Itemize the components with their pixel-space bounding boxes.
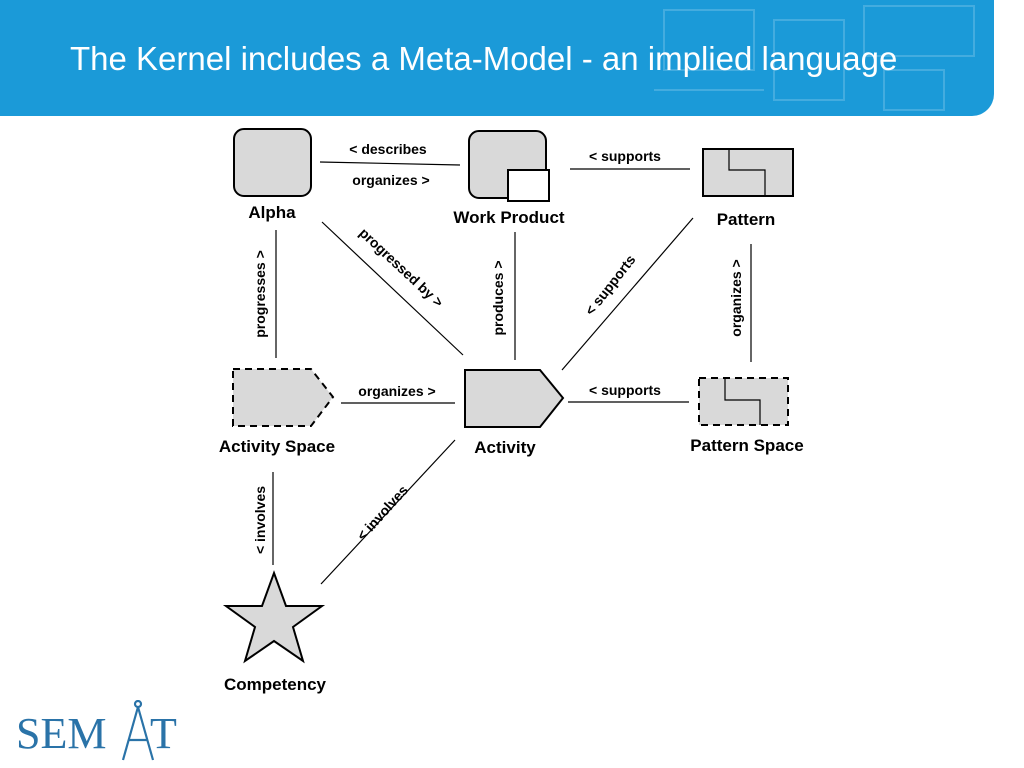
work-product-inner-shape xyxy=(507,169,550,202)
activity-label: Activity xyxy=(474,438,536,457)
compass-icon xyxy=(121,700,155,761)
supports-patternspace-label: < supports xyxy=(589,382,661,398)
supports-pattern-label: < supports xyxy=(589,148,661,164)
alpha-shape xyxy=(233,128,312,197)
edge-activity-competency xyxy=(320,439,456,585)
banner-pattern xyxy=(654,5,975,111)
competency-star-shape xyxy=(222,570,326,664)
activity-space-shape xyxy=(232,368,335,427)
edge-alpha-workproduct-top xyxy=(319,161,461,166)
supports-diagonal-label: < supports xyxy=(582,251,639,318)
activity-space-label: Activity Space xyxy=(219,437,335,456)
logo-text-right: T xyxy=(150,709,177,758)
pattern-space-inner-line xyxy=(724,378,761,425)
organizes-workproduct-label: organizes > xyxy=(352,172,429,188)
work-product-label: Work Product xyxy=(453,208,564,227)
activity-shape xyxy=(464,369,565,428)
logo-text-left: SEM xyxy=(16,709,106,758)
produces-label: produces > xyxy=(490,260,506,335)
pattern-shape xyxy=(702,148,794,197)
progresses-label: progresses > xyxy=(252,250,268,338)
involves-diagonal-label: < involves xyxy=(354,482,412,543)
pattern-space-shape xyxy=(698,377,789,426)
semat-logo: SEM T xyxy=(16,700,177,761)
title-banner: The Kernel includes a Meta-Model - an im… xyxy=(0,0,994,116)
pattern-space-label: Pattern Space xyxy=(690,436,803,455)
pattern-label: Pattern xyxy=(717,210,776,229)
competency-label: Competency xyxy=(224,675,327,694)
pattern-inner-line xyxy=(728,149,766,196)
edge-pattern-activity xyxy=(561,217,694,371)
slide-title: The Kernel includes a Meta-Model - an im… xyxy=(70,40,898,77)
edge-alpha-activity xyxy=(321,221,464,356)
alpha-label: Alpha xyxy=(248,203,296,222)
describes-label: < describes xyxy=(349,141,427,157)
organizes-activity-label: organizes > xyxy=(358,383,435,399)
organizes-pattern-label: organizes > xyxy=(728,259,744,336)
involves-vertical-label: < involves xyxy=(252,486,268,554)
